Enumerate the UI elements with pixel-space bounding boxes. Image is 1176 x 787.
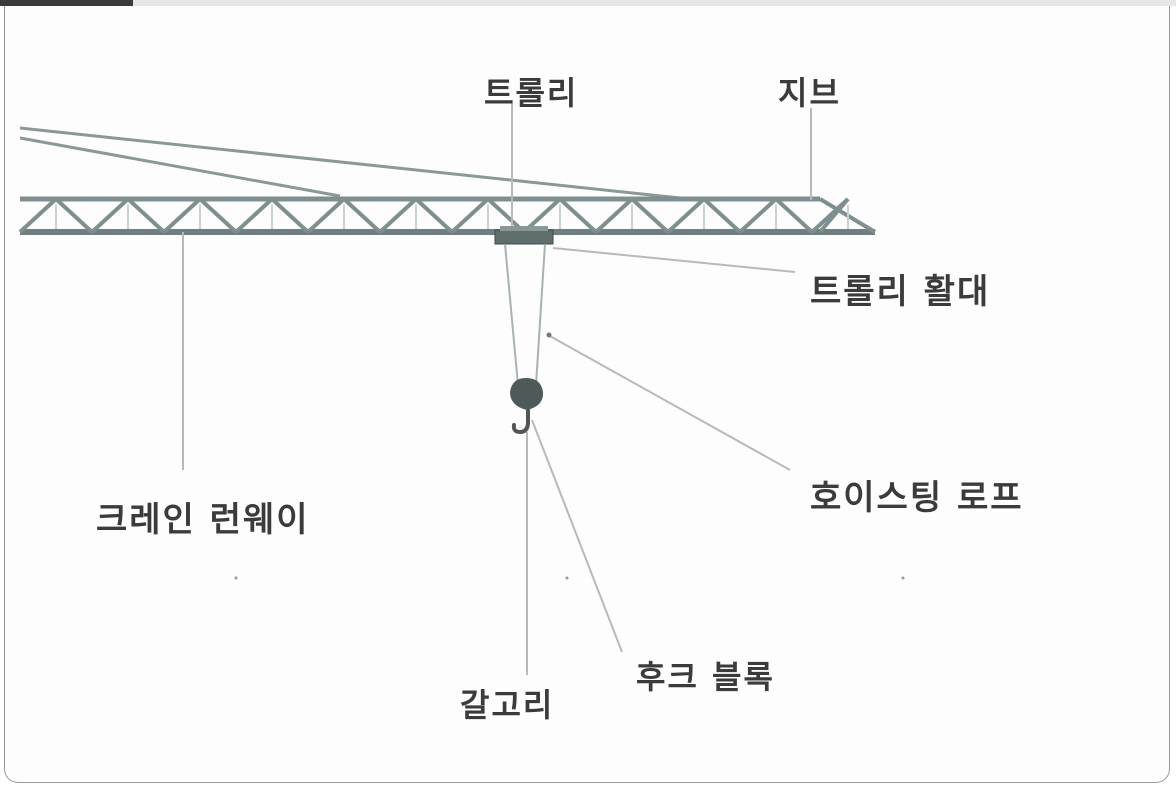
leader-hoisting-rope (547, 334, 791, 471)
truss-diagonal (198, 197, 238, 234)
stray-dot-2 (565, 576, 569, 580)
figure-frame (4, 6, 1170, 783)
jib-truss (18, 196, 877, 235)
hoisting-rope-right (535, 243, 546, 386)
leader-hook-block (531, 419, 623, 653)
truss-diagonal (666, 197, 706, 234)
label-jib: 지브 (778, 74, 841, 112)
truss-diagonal (234, 197, 274, 234)
leader-trolley-pulley (552, 247, 796, 273)
leader-dot (546, 332, 552, 338)
hook-icon (511, 408, 530, 435)
label-hook-block: 후크 블록 (636, 658, 775, 696)
truss-diagonal (818, 197, 850, 234)
truss-diagonal (738, 197, 778, 234)
label-hoisting-rope: 호이스팅 로프 (810, 478, 1024, 518)
hook-block-icon (510, 378, 544, 410)
trolley-wheels (500, 226, 548, 231)
truss-diagonal (90, 197, 130, 234)
truss-diagonal (54, 197, 94, 234)
truss-diagonal (450, 197, 490, 234)
label-hook: 갈고리 (460, 686, 555, 724)
truss-diagonal (378, 197, 418, 234)
truss-diagonal (630, 197, 670, 234)
trolley-body (494, 229, 554, 245)
truss-diagonal (306, 197, 346, 234)
truss-diagonal (126, 197, 166, 234)
truss-diagonal (342, 197, 382, 234)
truss-diagonal (594, 197, 634, 234)
hoisting-rope-left (504, 243, 519, 386)
truss-diagonal (702, 197, 742, 234)
top-strip (0, 0, 1176, 6)
truss-diagonal (414, 197, 454, 234)
label-trolley-pulley: 트롤리 활대 (810, 272, 991, 312)
truss-diagonal (558, 197, 598, 234)
tie-cable-upper (19, 126, 681, 200)
truss-diagonal (270, 197, 310, 234)
label-trolley: 트롤리 (484, 74, 579, 112)
truss-diagonal (162, 197, 202, 234)
hook-assembly (510, 378, 544, 435)
tie-cable-lower (19, 136, 341, 198)
truss-diagonal (774, 197, 814, 234)
label-crane-runway: 크레인 런웨이 (96, 500, 310, 540)
top-accent-bar (0, 0, 133, 6)
stray-dot-3 (901, 576, 905, 580)
truss-diagonal (18, 197, 58, 234)
stray-dot-1 (234, 576, 238, 580)
